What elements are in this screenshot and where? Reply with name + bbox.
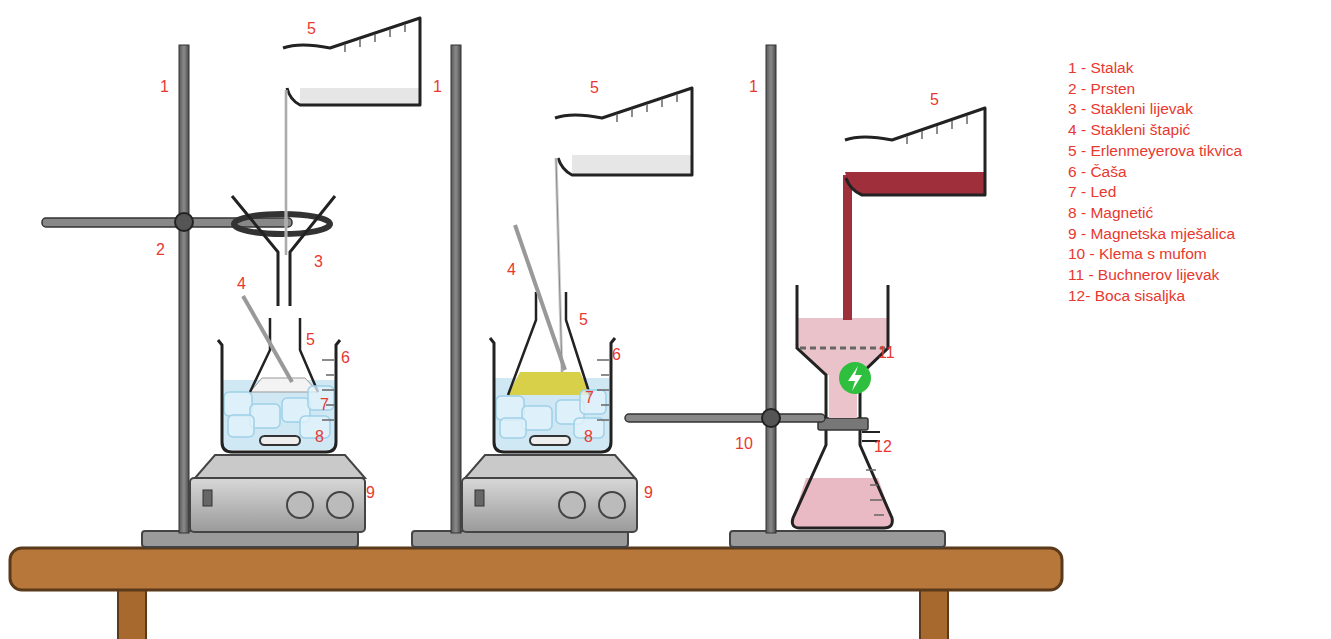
legend-line: 11 - Buchnerov lijevak <box>1068 266 1219 284</box>
callout-number: 5 <box>579 311 588 329</box>
callout-number: 1 <box>160 78 169 96</box>
callout-number: 5 <box>590 79 599 97</box>
legend-line: 12- Boca sisaljka <box>1068 287 1185 305</box>
callout-number: 1 <box>749 78 758 96</box>
pouring-flask <box>843 108 985 320</box>
glass-funnel <box>232 196 335 306</box>
stand-3 <box>730 45 945 547</box>
pouring-flask <box>555 88 692 372</box>
callout-number: 4 <box>237 275 246 293</box>
callout-number: 9 <box>644 484 653 502</box>
callout-number: 12 <box>874 438 892 456</box>
suction-flask <box>792 418 892 528</box>
callout-number: 6 <box>612 346 621 364</box>
table <box>10 548 1062 639</box>
legend-line: 6 - Čaša <box>1068 163 1127 181</box>
legend-line: 7 - Led <box>1068 183 1116 201</box>
callout-number: 7 <box>585 389 594 407</box>
pouring-flask <box>283 18 420 255</box>
legend-line: 1 - Stalak <box>1068 59 1133 77</box>
callout-number: 2 <box>156 241 165 259</box>
callout-number: 6 <box>341 349 350 367</box>
callout-number: 3 <box>314 253 323 271</box>
magnetic-stirrer <box>462 455 637 532</box>
buchner-funnel <box>797 285 888 418</box>
callout-number: 8 <box>584 428 593 446</box>
callout-number: 10 <box>735 435 753 453</box>
ice-bath-beaker <box>218 296 340 452</box>
callout-number: 4 <box>507 261 516 279</box>
callout-number: 5 <box>930 91 939 109</box>
callout-number: 8 <box>315 428 324 446</box>
legend-line: 10 - Klema s mufom <box>1068 245 1207 263</box>
vacuum-icon <box>839 362 871 394</box>
legend-line: 9 - Magnetska mješalica <box>1068 225 1235 243</box>
ice-bath-beaker <box>490 225 615 452</box>
callout-number: 9 <box>366 484 375 502</box>
legend-line: 2 - Prsten <box>1068 80 1135 98</box>
callout-number: 1 <box>433 78 442 96</box>
legend-line: 4 - Stakleni štapić <box>1068 121 1190 139</box>
callout-number: 5 <box>306 331 315 349</box>
legend-line: 3 - Stakleni lijevak <box>1068 100 1193 118</box>
magnetic-stirrer <box>190 455 365 532</box>
clamp <box>625 409 825 427</box>
callout-number: 11 <box>878 344 895 362</box>
callout-number: 7 <box>320 396 329 414</box>
legend-line: 5 - Erlenmeyerova tikvica <box>1068 142 1242 160</box>
callout-number: 5 <box>307 20 316 38</box>
legend-line: 8 - Magnetić <box>1068 204 1153 222</box>
